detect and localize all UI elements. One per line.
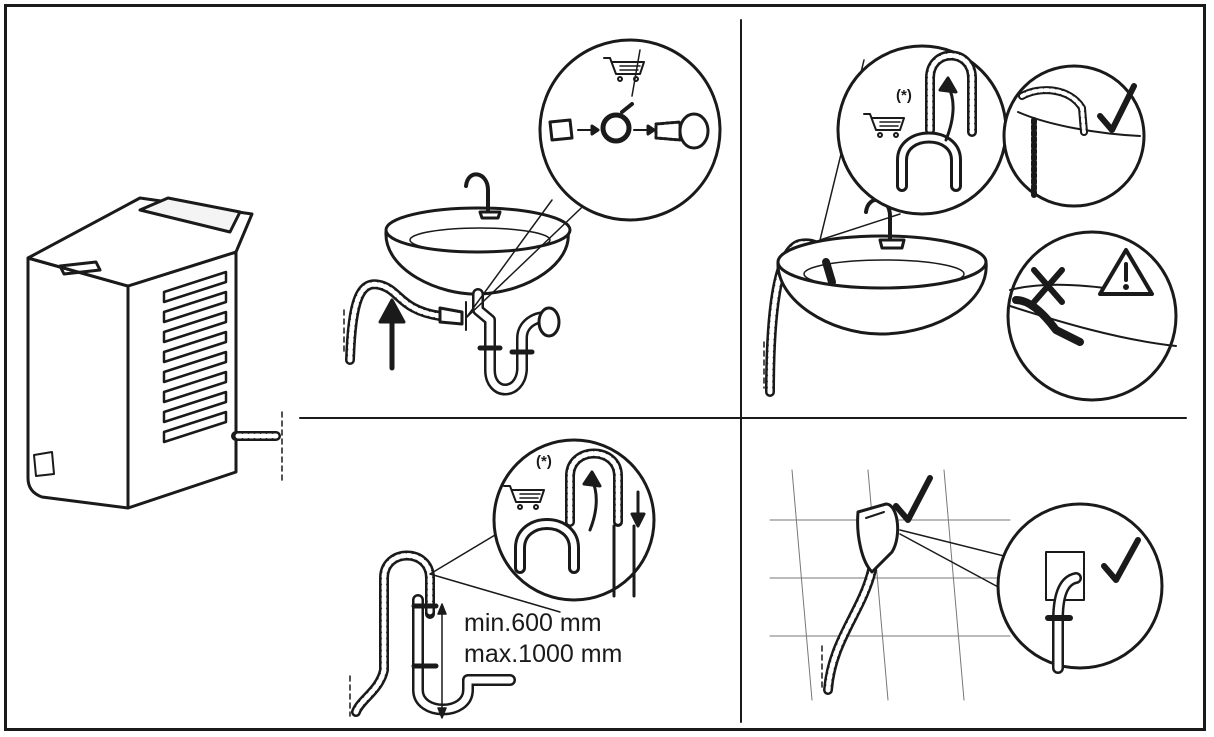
shopping-cart-icon: [503, 485, 545, 510]
shopping-cart-icon: [863, 113, 905, 138]
shopping-cart-icon: [603, 49, 645, 97]
detail-circle-guide: (*): [836, 44, 1008, 216]
check-icon: [1097, 83, 1137, 133]
up-arrow: [378, 298, 406, 371]
warning-triangle-icon: [1098, 248, 1154, 296]
check-icon: [1101, 537, 1141, 583]
max-height-label: max.1000 mm: [464, 640, 623, 668]
panel-sink-trap: [343, 38, 722, 396]
sink: [384, 172, 572, 296]
panel-wall-outlet: [769, 469, 1164, 701]
sink-trap: [465, 288, 561, 396]
height-dimension: [437, 603, 447, 719]
detail-circle-wall-outlet: [996, 502, 1164, 674]
detail-circle-hose-guide: (*): [492, 438, 656, 602]
min-height-label: min.600 mm: [464, 609, 602, 637]
washing-machine: [26, 196, 283, 510]
panel-sink-edge: (*): [763, 44, 1178, 402]
standpipe: [411, 594, 516, 716]
cross-icon: [1031, 267, 1065, 305]
optional-part-mark: (*): [896, 87, 912, 104]
panel-dividers: [299, 19, 1187, 723]
check-icon: [893, 475, 933, 523]
figure-frame: [4, 4, 1206, 731]
detail-circle-correct: [1002, 64, 1146, 208]
detail-circle-connector: [538, 38, 722, 222]
detail-circle-wrong: [1006, 230, 1178, 402]
optional-part-mark: (*): [536, 453, 552, 470]
side-vents: [162, 270, 228, 444]
panel-standpipe: (*): [349, 438, 656, 719]
